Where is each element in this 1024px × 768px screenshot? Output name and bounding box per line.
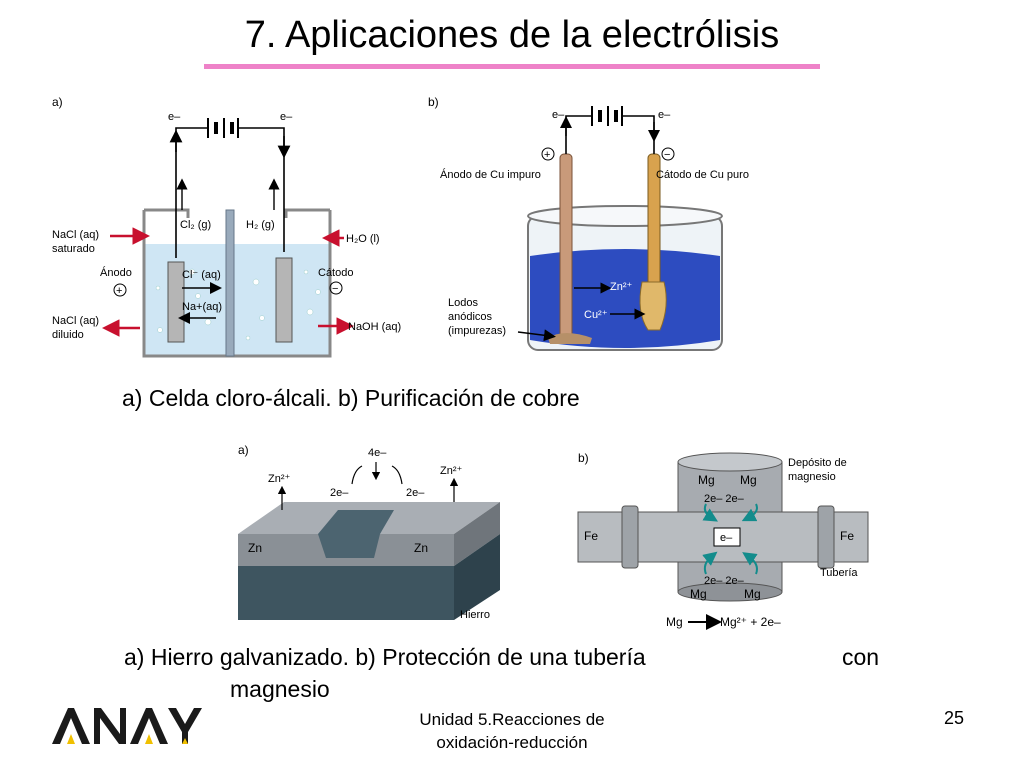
electron-label-right: e– bbox=[280, 111, 293, 123]
copper-purification-diagram: b) e– e– + − Ánodo de Cu impuro Cátodo d… bbox=[428, 95, 749, 351]
two-electron-label-top: 2e– 2e– bbox=[704, 493, 745, 505]
two-electron-label-left: 2e– bbox=[330, 487, 349, 499]
cathode-electrode bbox=[275, 257, 293, 343]
iron-base-front bbox=[238, 566, 454, 620]
nacl-saturated-label-2: saturado bbox=[52, 243, 95, 255]
caption-bottom: a) Hierro galvanizado. b) Protección de … bbox=[124, 644, 646, 670]
zinc-ion-label-right: Zn²⁺ bbox=[440, 465, 463, 477]
iron-label-right: Fe bbox=[840, 529, 854, 543]
page-number: 25 bbox=[944, 708, 965, 728]
sludge-label-1: Lodos bbox=[448, 297, 478, 309]
chlor-alkali-cell-diagram: a) e– e– Cl₂ (g) H₂ (g) NaCl (aq) satura… bbox=[52, 95, 401, 358]
equation-products: Mg²⁺ + 2e– bbox=[720, 615, 781, 629]
naoh-label: NaOH (aq) bbox=[348, 321, 401, 333]
two-electron-label-bottom: 2e– 2e– bbox=[704, 575, 745, 587]
four-electron-label: 4e– bbox=[368, 447, 387, 459]
gas-bubbles bbox=[155, 268, 321, 341]
caption-bottom-line2: magnesio bbox=[230, 676, 330, 702]
impure-copper-anode bbox=[559, 153, 573, 341]
iron-label-left: Fe bbox=[584, 529, 598, 543]
h2-gas-label: H₂ (g) bbox=[246, 219, 275, 231]
external-wire bbox=[565, 115, 655, 154]
copper-ion-label: Cu²⁺ bbox=[584, 309, 608, 321]
footer: Unidad 5.Reacciones de oxidación-reducci… bbox=[380, 708, 644, 754]
mg-label-bottom-left: Mg bbox=[690, 587, 707, 601]
slide-title: 7. Aplicaciones de la electrólisis bbox=[244, 14, 780, 56]
two-electron-label-right: 2e– bbox=[406, 487, 425, 499]
zinc-label-left: Zn bbox=[248, 541, 262, 555]
electron-label-left: e– bbox=[552, 109, 565, 121]
fig-c-panel-label: a) bbox=[238, 443, 249, 457]
anode-label: Ánodo bbox=[100, 266, 132, 279]
mg-label-top-left: Mg bbox=[698, 473, 715, 487]
anode-plus-sign: + bbox=[116, 285, 122, 297]
caption-bottom-con: con bbox=[842, 644, 880, 670]
zinc-ion-label: Zn²⁺ bbox=[610, 281, 633, 293]
fig-d-panel-label: b) bbox=[578, 451, 589, 465]
zinc-ion-label-left: Zn²⁺ bbox=[268, 473, 291, 485]
copper-deposit bbox=[639, 281, 667, 331]
caption-top: a) Celda cloro-álcali. b) Purificación d… bbox=[122, 385, 580, 411]
cathode-minus-sign: − bbox=[664, 149, 670, 161]
deposit-label-1: Depósito de bbox=[788, 457, 847, 469]
footer-line-2: oxidación-reducción bbox=[436, 733, 588, 752]
cell-wall bbox=[142, 210, 332, 358]
title-underline bbox=[204, 64, 820, 69]
electron-label-right: e– bbox=[658, 109, 671, 121]
anaya-logo bbox=[52, 708, 202, 744]
electron-label-left: e– bbox=[168, 111, 181, 123]
galvanized-iron-diagram: a) Zn Zn Hierro 4e– 2e– 2e– Zn²⁺ Zn²⁺ bbox=[238, 443, 500, 621]
mg-label-top-right: Mg bbox=[740, 473, 757, 487]
iron-label: Hierro bbox=[460, 609, 490, 621]
sludge-label-2: anódicos bbox=[448, 311, 493, 323]
footer-line-1: Unidad 5.Reacciones de bbox=[419, 710, 605, 729]
nacl-saturated-label-1: NaCl (aq) bbox=[52, 229, 99, 241]
scratch bbox=[318, 510, 394, 558]
fig-b-panel-label: b) bbox=[428, 95, 439, 109]
anode-sludge bbox=[548, 333, 592, 344]
fig-a-panel-label: a) bbox=[52, 95, 63, 109]
battery bbox=[591, 106, 623, 126]
deposit-label-2: magnesio bbox=[788, 471, 836, 483]
copper-sulfate-solution bbox=[530, 249, 720, 348]
electron-box bbox=[713, 527, 741, 547]
cathode-label: Cátodo bbox=[318, 267, 353, 279]
zinc-label-right: Zn bbox=[414, 541, 428, 555]
pipe-label: Tubería bbox=[820, 567, 858, 579]
sodium-ion-label: Na+(aq) bbox=[182, 301, 222, 313]
nacl-diluted-label-1: NaCl (aq) bbox=[52, 315, 99, 327]
mg-label-bottom-right: Mg bbox=[744, 587, 761, 601]
cathode-minus-sign: − bbox=[332, 283, 338, 295]
anode-plus-sign: + bbox=[544, 149, 550, 161]
sludge-label-3: (impurezas) bbox=[448, 325, 506, 337]
impure-anode-label: Ánodo de Cu impuro bbox=[440, 168, 541, 181]
battery bbox=[207, 118, 239, 138]
water-label: H₂O (l) bbox=[346, 233, 380, 245]
magnesium-protection-diagram: b) e– Fe Fe Mg Mg 2e– 2e– 2e– 2e– Mg Mg … bbox=[577, 451, 869, 630]
external-wire bbox=[175, 127, 285, 258]
cl2-gas-label: Cl₂ (g) bbox=[180, 219, 211, 231]
pure-cathode-label: Cátodo de Cu puro bbox=[656, 169, 749, 181]
membrane bbox=[225, 209, 235, 357]
chloride-ion-label: Cl⁻ (aq) bbox=[182, 269, 221, 281]
nacl-diluted-label-2: diluido bbox=[52, 329, 84, 341]
electron-box-label: e– bbox=[720, 532, 733, 544]
equation-reactant: Mg bbox=[666, 615, 683, 629]
